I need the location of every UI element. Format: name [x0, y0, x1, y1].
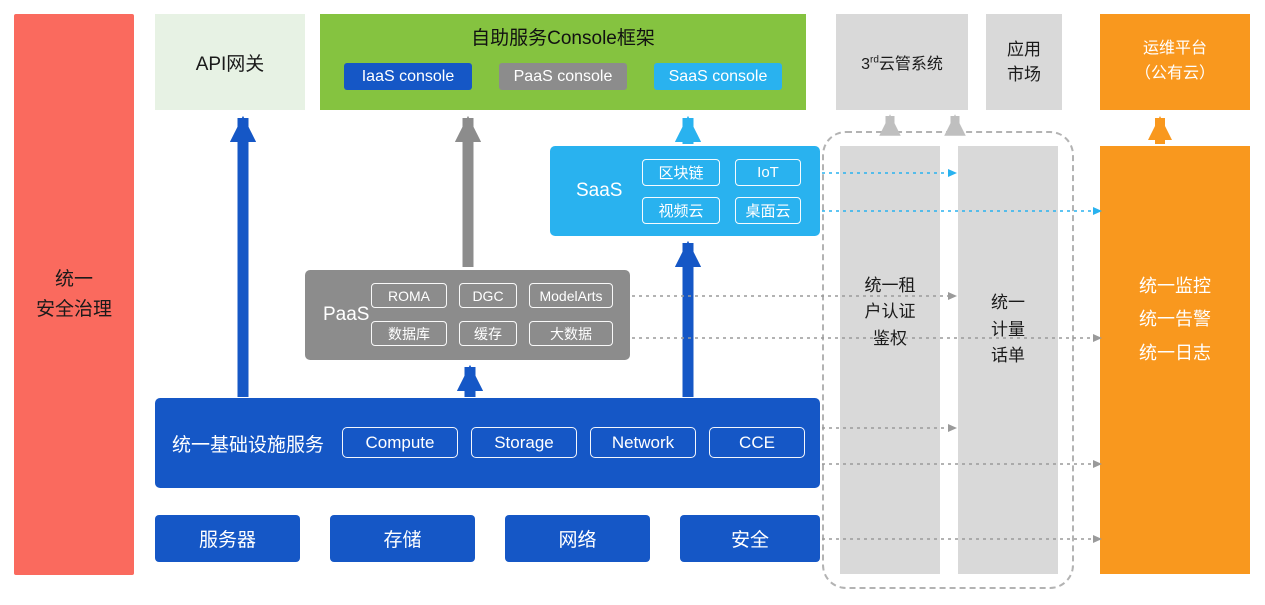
infra-service-cce: CCE [709, 427, 805, 458]
paas-service-cache: 缓存 [459, 321, 517, 346]
paas-label: PaaS [323, 304, 370, 325]
infra-service-network: Network [590, 427, 696, 458]
console-framework-title: 自助服务Console框架 [471, 28, 655, 49]
hardware-network-label: 网络 [558, 530, 597, 551]
iaas-console-badge: IaaS console [344, 63, 472, 90]
saas-label: SaaS [576, 180, 623, 201]
paas-service-roma: ROMA [371, 283, 447, 308]
monitoring-label: 统一监控 统一告警 统一日志 [1139, 276, 1211, 363]
monitoring-rail: 统一监控 统一告警 统一日志 [1100, 146, 1250, 574]
hardware-security-box: 安全 [680, 515, 820, 562]
metering-rail: 统一 计量 话单 [958, 146, 1058, 574]
api-gateway-box: API网关 [155, 14, 305, 110]
app-market-box: 应用 市场 [986, 14, 1062, 110]
saas-services: 区块链 IoT 视频云 桌面云 [642, 159, 801, 224]
paas-service-bigdata: 大数据 [529, 321, 613, 346]
app-market-label: 应用 市场 [1007, 39, 1041, 85]
third-party-cloud-mgmt-label: 3rd云管系统 [861, 54, 943, 73]
unified-security-governance-bar: 统一 安全治理 [14, 14, 134, 575]
paas-service-dgc: DGC [459, 283, 517, 308]
hardware-server-label: 服务器 [198, 530, 256, 551]
saas-console-badge: SaaS console [654, 63, 782, 90]
hardware-storage-label: 存储 [383, 530, 422, 551]
hardware-security-label: 安全 [730, 530, 769, 551]
saas-service-blockchain: 区块链 [642, 159, 720, 186]
metering-label: 统一 计量 话单 [991, 293, 1025, 366]
tenant-auth-label: 统一租 户认证 鉴权 [864, 275, 916, 348]
paas-service-database: 数据库 [371, 321, 447, 346]
paas-services: ROMA DGC ModelArts 数据库 缓存 大数据 [371, 283, 613, 346]
om-platform-box: 运维平台 （公有云） [1100, 14, 1250, 110]
paas-box: PaaS ROMA DGC ModelArts 数据库 缓存 大数据 [305, 270, 630, 360]
console-framework-box: 自助服务Console框架 IaaS console PaaS console … [320, 14, 806, 110]
saas-service-video-cloud: 视频云 [642, 197, 720, 224]
paas-service-modelarts: ModelArts [529, 283, 613, 308]
hardware-network-box: 网络 [505, 515, 650, 562]
tenant-auth-rail: 统一租 户认证 鉴权 [840, 146, 940, 574]
unified-security-governance-label: 统一 安全治理 [35, 269, 112, 320]
unified-infrastructure-box: 统一基础设施服务 Compute Storage Network CCE [155, 398, 820, 488]
om-platform-label: 运维平台 （公有云） [1134, 40, 1215, 82]
infrastructure-services: Compute Storage Network CCE [342, 427, 805, 458]
saas-service-iot: IoT [735, 159, 801, 186]
hardware-storage-box: 存储 [330, 515, 475, 562]
unified-infrastructure-label: 统一基础设施服务 [172, 434, 325, 456]
paas-console-badge: PaaS console [499, 63, 627, 90]
infra-service-storage: Storage [471, 427, 577, 458]
saas-box: SaaS 区块链 IoT 视频云 桌面云 [550, 146, 820, 236]
hardware-server-box: 服务器 [155, 515, 300, 562]
third-party-cloud-mgmt-box: 3rd云管系统 [836, 14, 968, 110]
console-framework-buttons: IaaS console PaaS console SaaS console [320, 63, 806, 90]
saas-service-desktop-cloud: 桌面云 [735, 197, 801, 224]
infra-service-compute: Compute [342, 427, 458, 458]
api-gateway-label: API网关 [195, 53, 265, 75]
